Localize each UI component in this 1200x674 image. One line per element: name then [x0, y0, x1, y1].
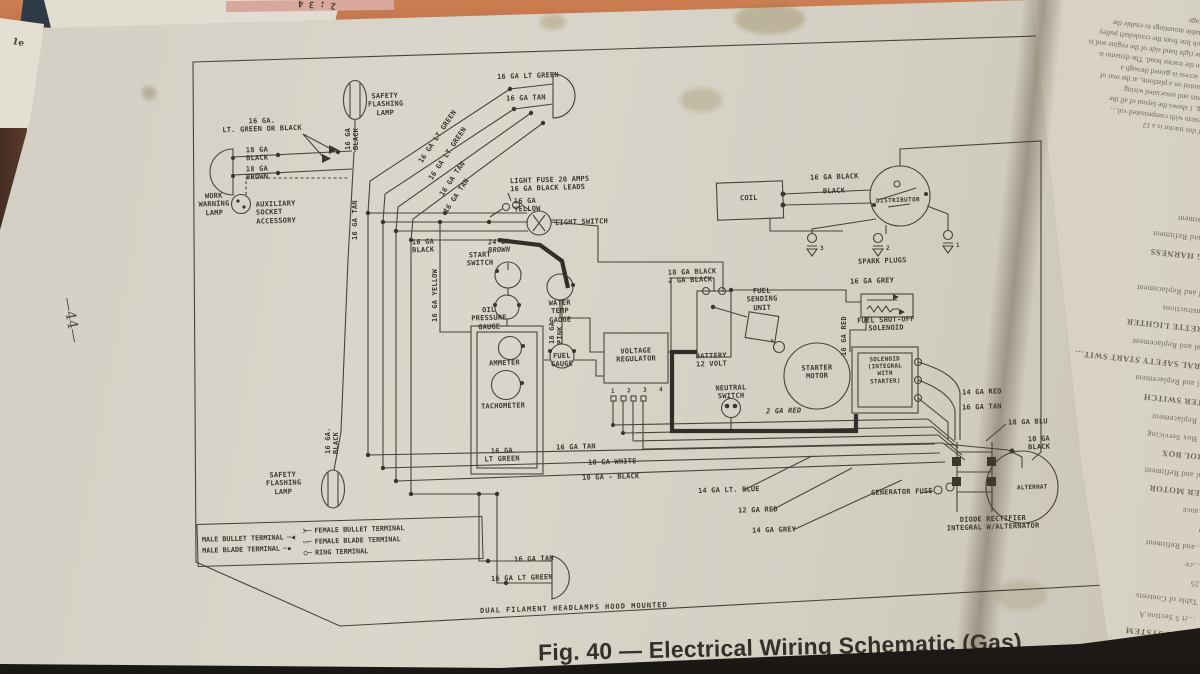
fuel-shutoff-solenoid-box: [860, 293, 914, 318]
wire-label: 16 GA TAN: [505, 93, 546, 103]
light-switch-symbol: [526, 210, 552, 236]
ammeter-label: AMMETER: [488, 358, 521, 368]
male-bullet-terminal-icon: ─◀: [286, 532, 296, 542]
paper-stain: [735, 4, 805, 34]
wire-label: 18 GA BROWN: [245, 164, 269, 182]
wire-label: 16 GA LT GREEN: [484, 446, 520, 464]
wire-label: 16 GA TAN: [555, 442, 596, 452]
legend-column-right: ≻─ FEMALE BULLET TERMINAL ▭─ FEMALE BLAD…: [299, 519, 410, 563]
coil-box: [715, 180, 785, 221]
spark-plugs-label: SPARK PLUGS: [857, 256, 907, 266]
wire-label: 18 GA BLACK 2 GA BLACK: [667, 267, 717, 286]
female-blade-terminal-icon: ▭─: [303, 537, 312, 547]
instrument-cluster-box: [470, 325, 544, 475]
wire-label: BLACK: [822, 186, 846, 196]
distributor-label: DISTRIBUTOR: [875, 196, 921, 205]
terminal-legend-box: MALE BULLET TERMINAL ─◀ MALE BLADE TERMI…: [196, 516, 484, 567]
light-switch-label: LIGHT SWITCH: [554, 217, 609, 227]
wire-label: 16 GA GREY: [849, 276, 895, 286]
tachometer-symbol: [490, 369, 522, 401]
light-fuse-label: LIGHT FUSE 20 AMPS 16 GA BLACK LEADS: [509, 174, 590, 194]
work-warning-lamp-symbol: [209, 148, 234, 196]
wire-label: 16 GA TAN: [513, 554, 554, 564]
fuel-shutoff-solenoid-label: FUEL SHUT-OFF SOLENOID: [857, 315, 915, 333]
ammeter-symbol: [497, 335, 523, 361]
legend-column-left: MALE BULLET TERMINAL ─◀ MALE BLADE TERMI…: [197, 522, 299, 566]
fuel-sending-unit-label: FUEL SENDING UNIT: [746, 286, 778, 313]
starter-solenoid-label: SOLENOID (INTEGRAL WITH STARTER): [867, 355, 903, 386]
legend-item: MALE BLADE TERMINAL ─▪: [202, 543, 296, 556]
wire-label: 16 GA YELLOW: [431, 269, 439, 322]
female-bullet-terminal-icon: ≻─: [302, 527, 312, 536]
fuel-sending-unit-box: [744, 311, 780, 343]
connector-dots: [231, 86, 1015, 586]
safety-flashing-lamp-bottom-symbol: [320, 469, 346, 509]
fuel-gauge-label: FUEL GAUGE: [550, 351, 574, 369]
plug-number: 1: [955, 241, 960, 250]
generator-fuse-symbol: [933, 485, 943, 495]
tachometer-label: TACHOMETER: [480, 401, 526, 411]
paper-stain: [142, 86, 156, 100]
voltage-regulator-box: [603, 332, 669, 384]
headlamp-bottom-symbol: [551, 555, 570, 600]
wire-label: 16 GA TAN: [351, 200, 359, 240]
wire-label: 16 GA. BLACK: [324, 427, 341, 455]
paper-stain: [540, 14, 566, 30]
starter-motor-label: STARTER MOTOR: [801, 363, 833, 381]
wire-label: 16 GA. LT. GREEN OR BLACK: [222, 116, 302, 135]
auxiliary-socket-symbol: [230, 193, 252, 215]
wire-label: 18 GA BLACK: [245, 145, 269, 163]
wire-label: 16 GA BLACK: [809, 172, 859, 182]
auxiliary-socket-label: AUXILIARY SOCKET ACCESSORY: [255, 199, 297, 226]
distributor-symbol: [869, 165, 931, 227]
legend-label: RING TERMINAL: [314, 547, 369, 557]
ring-terminal-icon: ○─: [303, 548, 313, 557]
wire-label: 16 GA BLACK: [411, 237, 435, 255]
wire-label: 16 GA YELLOW: [513, 196, 541, 214]
diagram-border-and-wires: [192, 35, 1106, 627]
paper-stain: [995, 580, 1047, 610]
start-switch-label: START SWITCH: [466, 250, 494, 268]
wire-label: 12 GA RED: [737, 505, 778, 515]
legend-label: MALE BLADE TERMINAL: [202, 544, 281, 555]
water-temp-gauge-label: WATER TEMP GAUGE: [548, 298, 572, 325]
wire-label: 16 GA BLACK: [344, 127, 361, 150]
wire-label: 16 GA PINK: [548, 321, 565, 344]
wire-label: 10 GA - BLACK: [581, 472, 640, 482]
battery-box: [696, 290, 732, 358]
wire-label: 2 GA RED: [765, 406, 802, 416]
coil-label: COIL: [739, 193, 758, 203]
safety-flashing-lamp-label: SAFETY FLASHING LAMP: [367, 91, 404, 118]
safety-flashing-lamp-label: SAFETY FLASHING LAMP: [265, 470, 302, 497]
spark-plug-symbols: [805, 229, 955, 257]
safety-flashing-lamp-top-symbol: [342, 79, 368, 121]
headlamp-top-symbol: [552, 73, 576, 119]
voltage-regulator-label: VOLTAGE REGULATOR: [616, 346, 657, 365]
wire-label: 14 GA GREY: [751, 525, 797, 535]
legend-item: ○─ RING TERMINAL: [303, 545, 405, 559]
plug-number: 2: [885, 244, 890, 253]
plug-number: 3: [819, 244, 824, 253]
heavy-cables: [497, 237, 859, 434]
paper-stain: [680, 88, 722, 112]
wire-label: 16 GA RED: [840, 316, 848, 356]
starter-motor-symbol: [783, 342, 851, 410]
alternator-symbol: [985, 450, 1059, 524]
work-warning-lamp-label: WORK WARNING LAMP: [198, 191, 230, 218]
neutral-switch-symbol: [720, 397, 742, 419]
male-blade-terminal-icon: ─▪: [282, 543, 292, 553]
oil-pressure-gauge-label: OIL PRESSURE GAUGE: [471, 305, 507, 332]
neutral-switch-label: NEUTRAL SWITCH: [715, 383, 747, 401]
wire-label: 10 GA WHITE: [587, 457, 637, 467]
battery-label: BATTERY 12 VOLT: [695, 351, 728, 369]
